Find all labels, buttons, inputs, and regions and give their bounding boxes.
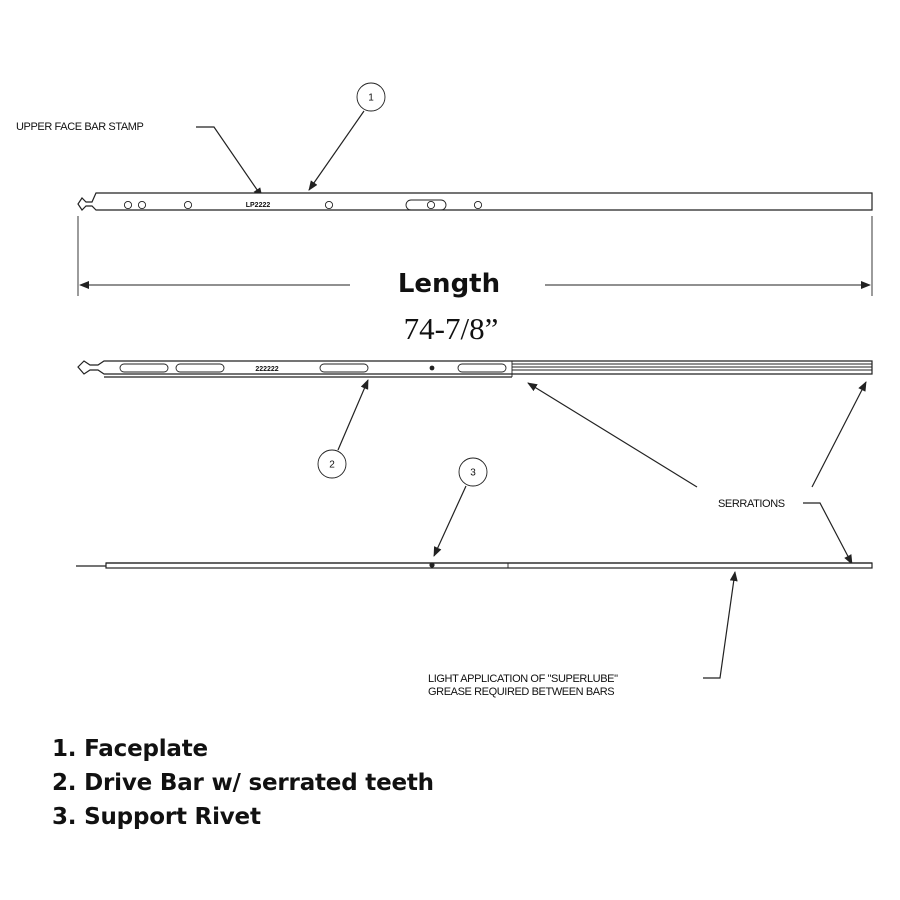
callout-1-number: 1 xyxy=(368,93,374,104)
grease-callout: LIGHT APPLICATION OF "SUPERLUBE" GREASE … xyxy=(428,571,738,698)
serrations-callout: SERRATIONS xyxy=(527,381,867,565)
upper-stamp-callout: UPPER FACE BAR STAMP xyxy=(16,121,263,198)
upper-face-bar-stamp-label: UPPER FACE BAR STAMP xyxy=(16,121,144,133)
legend-item-drive-bar: 2. Drive Bar w/ serrated teeth xyxy=(52,770,434,796)
callout-3-number: 3 xyxy=(470,468,476,479)
parts-legend: 1. Faceplate 2. Drive Bar w/ serrated te… xyxy=(52,732,434,834)
drive-bar-stamp: 222222 xyxy=(255,366,278,373)
bottom-bar-side-view xyxy=(76,562,873,569)
callout-1: 1 xyxy=(308,82,386,191)
faceplate-bar: LP2222 xyxy=(77,192,873,211)
grease-note-line-1: LIGHT APPLICATION OF "SUPERLUBE" xyxy=(428,673,618,685)
callout-2-number: 2 xyxy=(329,460,335,471)
faceplate-stamp: LP2222 xyxy=(246,202,271,209)
length-dimension: Length 74-7/8” xyxy=(77,216,873,346)
legend-item-support-rivet: 3. Support Rivet xyxy=(52,804,261,830)
length-value: 74-7/8” xyxy=(404,311,499,346)
callout-2: 2 xyxy=(317,379,369,479)
drive-bar: 222222 xyxy=(77,360,873,378)
serrations-label: SERRATIONS xyxy=(718,498,785,510)
grease-note-line-2: GREASE REQUIRED BETWEEN BARS xyxy=(428,686,614,698)
length-title: Length xyxy=(398,269,500,299)
legend-item-faceplate: 1. Faceplate xyxy=(52,736,208,762)
callout-3: 3 xyxy=(433,457,488,557)
